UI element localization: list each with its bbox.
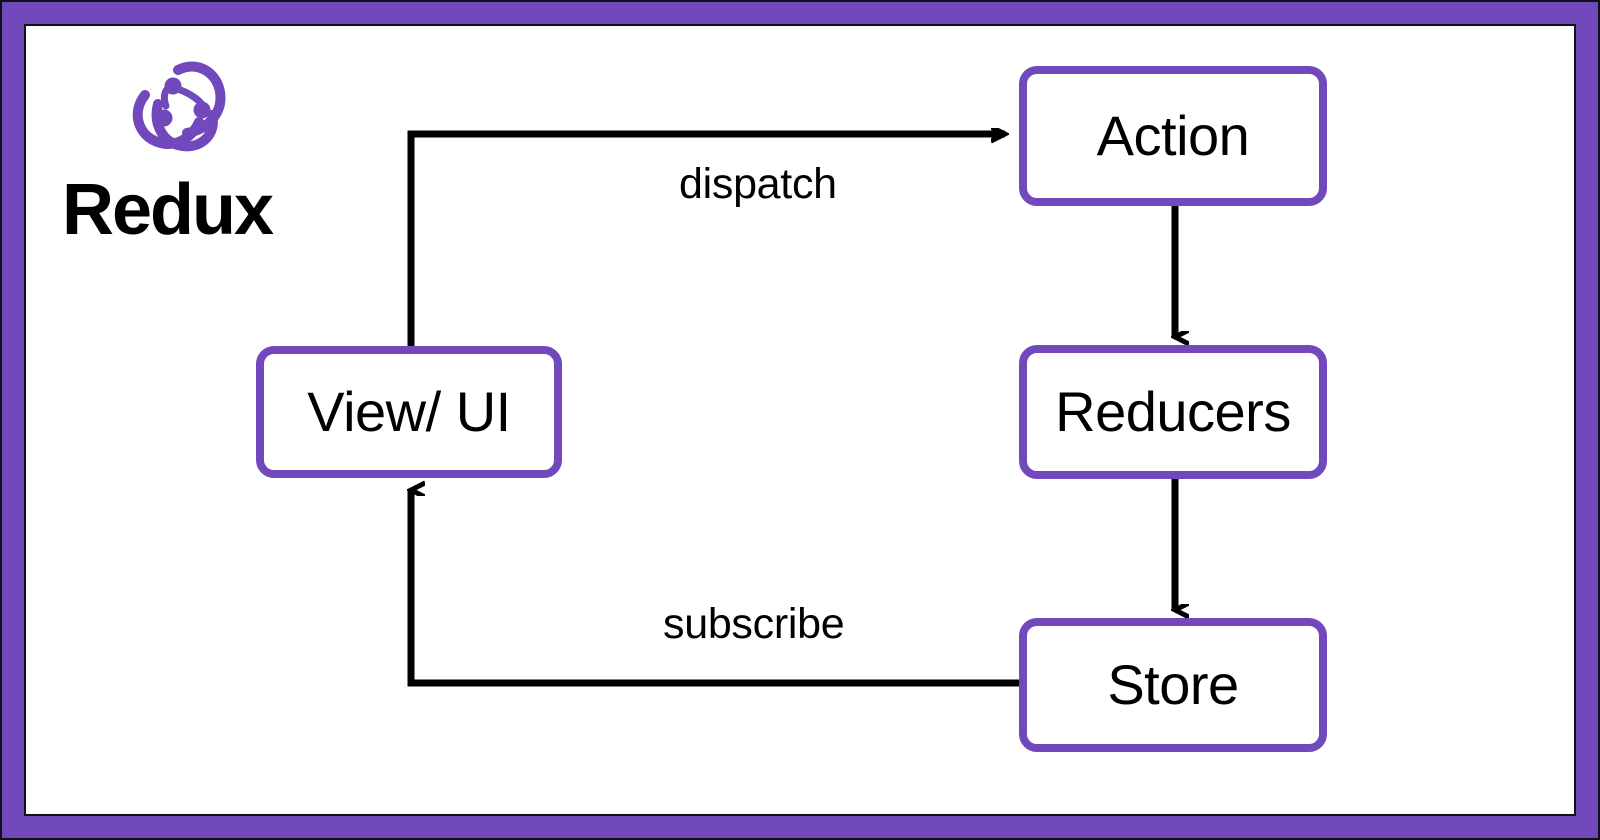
edge-label-subscribe: subscribe xyxy=(663,600,845,648)
node-reducers[interactable]: Reducers xyxy=(1019,345,1327,479)
edge-label-dispatch: dispatch xyxy=(679,160,837,208)
node-store[interactable]: Store xyxy=(1019,618,1327,752)
node-reducers-label: Reducers xyxy=(1055,380,1291,443)
node-action[interactable]: Action xyxy=(1019,66,1327,206)
redux-logo-node-3 xyxy=(155,109,173,127)
node-store-label: Store xyxy=(1107,653,1239,716)
edge-subscribe xyxy=(411,490,1019,687)
redux-logo-node-2 xyxy=(193,101,211,119)
edge-dispatch xyxy=(407,134,1005,352)
redux-brand: Redux xyxy=(62,40,322,246)
redux-wordmark: Redux xyxy=(62,170,274,250)
node-view-ui[interactable]: View/ UI xyxy=(256,346,562,478)
redux-logo-node-1 xyxy=(164,77,182,95)
node-action-label: Action xyxy=(1096,104,1250,167)
node-view-ui-label: View/ UI xyxy=(307,380,511,443)
redux-logo-icon xyxy=(132,61,226,152)
